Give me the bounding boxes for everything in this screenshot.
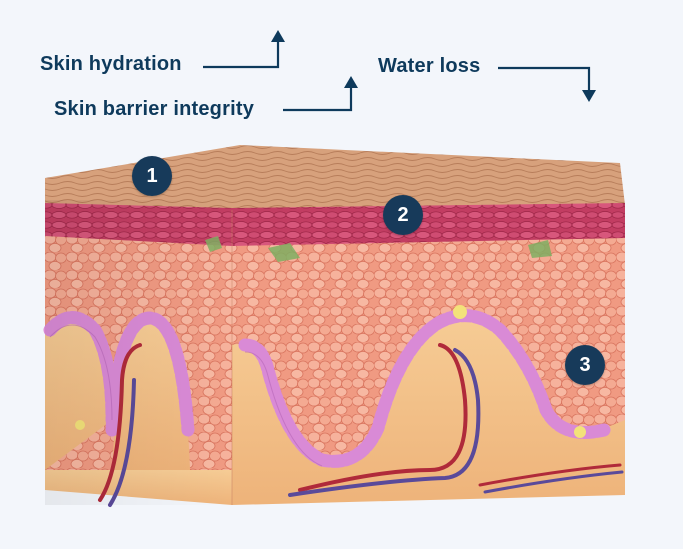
water-loss-label: Water loss bbox=[378, 55, 480, 78]
skin-barrier-integrity-label: Skin barrier integrity bbox=[54, 98, 254, 121]
skin-hydration-label: Skin hydration bbox=[40, 53, 182, 76]
badge-1: 1 bbox=[132, 156, 172, 196]
badge-3: 3 bbox=[565, 345, 605, 385]
badge-2: 2 bbox=[383, 195, 423, 235]
